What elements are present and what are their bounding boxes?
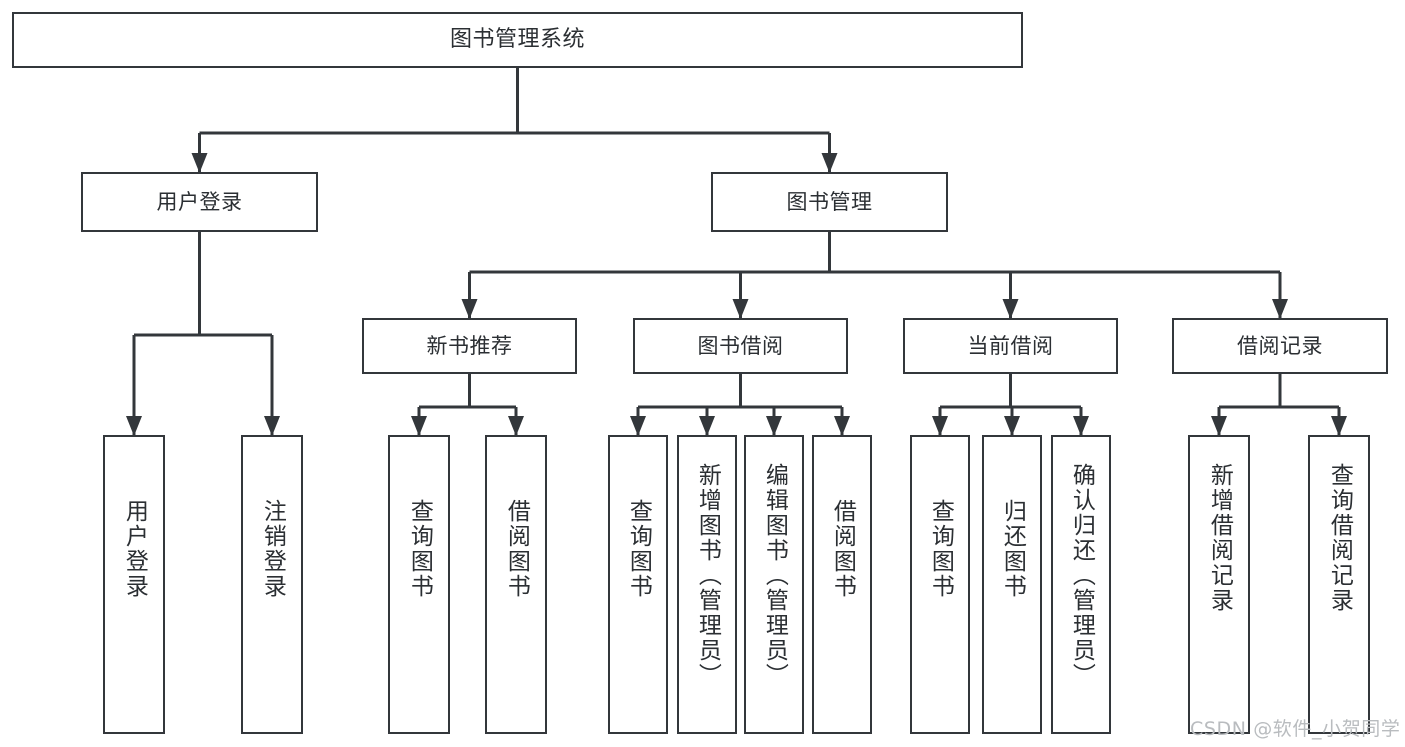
node-label: 图书借阅 [697, 333, 784, 358]
node-leaf-query-book-2[interactable]: 查询图书 [608, 435, 668, 734]
node-label: 查询图书 [927, 499, 954, 599]
node-leaf-query-book-1[interactable]: 查询图书 [388, 435, 450, 734]
node-current-borrow[interactable]: 当前借阅 [903, 318, 1118, 374]
node-label: 查询借阅记录 [1326, 463, 1353, 613]
node-root[interactable]: 图书管理系统 [12, 12, 1023, 68]
node-label: 借阅记录 [1237, 333, 1323, 358]
node-leaf-add-book[interactable]: 新增图书（管理员） [677, 435, 737, 734]
node-leaf-query-book-3[interactable]: 查询图书 [910, 435, 970, 734]
node-leaf-user-login[interactable]: 用户登录 [103, 435, 165, 734]
node-book-borrow[interactable]: 图书借阅 [633, 318, 848, 374]
node-label: 用户登录 [156, 189, 243, 214]
node-leaf-borrow-book-1[interactable]: 借阅图书 [485, 435, 547, 734]
node-label: 确认归还（管理员） [1068, 463, 1095, 688]
node-borrow-record[interactable]: 借阅记录 [1172, 318, 1388, 374]
node-leaf-query-record[interactable]: 查询借阅记录 [1308, 435, 1370, 734]
node-new-book-rec[interactable]: 新书推荐 [362, 318, 577, 374]
node-label: 图书管理 [786, 189, 873, 214]
node-label: 借阅图书 [829, 499, 856, 599]
node-label: 新书推荐 [426, 333, 513, 358]
node-leaf-borrow-book-2[interactable]: 借阅图书 [812, 435, 872, 734]
watermark-text: CSDN @软件_小贺同学 [1190, 718, 1401, 740]
node-label: 当前借阅 [967, 333, 1054, 358]
node-user-login[interactable]: 用户登录 [81, 172, 318, 232]
node-book-manage[interactable]: 图书管理 [711, 172, 948, 232]
node-leaf-confirm-ret[interactable]: 确认归还（管理员） [1051, 435, 1111, 734]
node-label: 查询图书 [406, 499, 433, 599]
node-leaf-return-book[interactable]: 归还图书 [982, 435, 1042, 734]
node-label: 查询图书 [625, 499, 652, 599]
node-leaf-edit-book[interactable]: 编辑图书（管理员） [744, 435, 804, 734]
node-label: 新增借阅记录 [1206, 463, 1233, 613]
node-label: 归还图书 [999, 499, 1026, 599]
node-label: 图书管理系统 [449, 26, 585, 52]
node-label: 编辑图书（管理员） [761, 463, 788, 688]
node-label: 借阅图书 [503, 499, 530, 599]
node-label: 新增图书（管理员） [694, 463, 721, 688]
node-leaf-user-logout[interactable]: 注销登录 [241, 435, 303, 734]
node-leaf-add-record[interactable]: 新增借阅记录 [1188, 435, 1250, 734]
node-label: 注销登录 [259, 499, 286, 599]
node-label: 用户登录 [121, 499, 148, 599]
